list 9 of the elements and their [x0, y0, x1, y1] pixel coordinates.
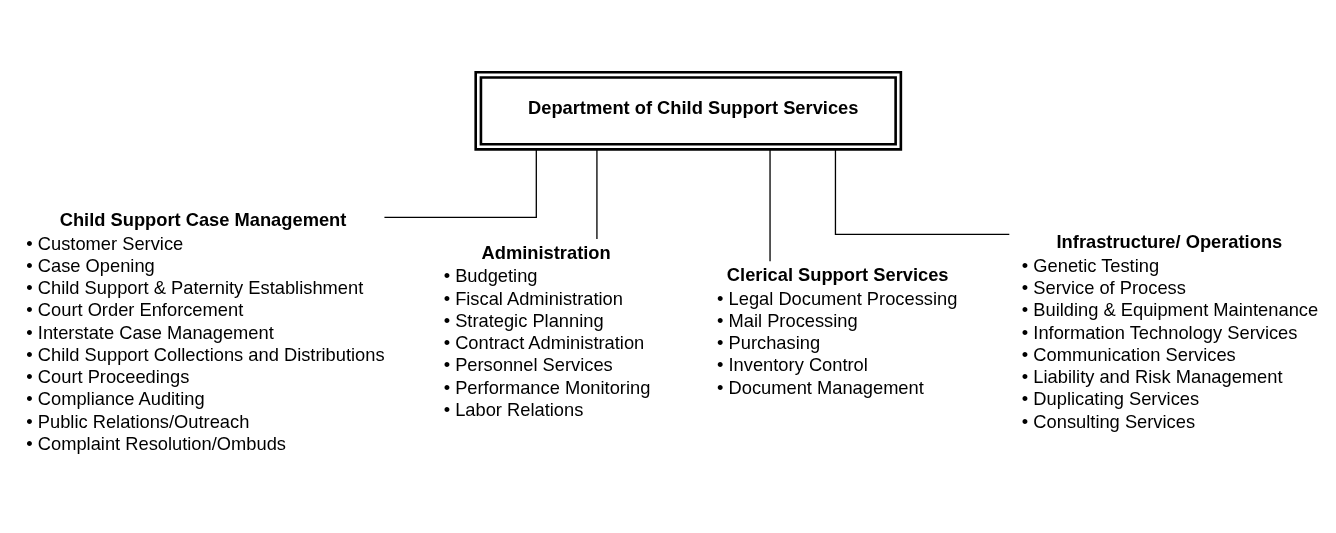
node-text: Infrastructure/ Operations • Genetic Testing • Service of Process • Building & Equipment Maintenance • Information Technology Services • Communication Services • Liability and Risk Management • Duplicating Services • Consulting Services: [1021, 231, 1319, 432]
connector: [383, 149, 537, 219]
node-text: Child Support Case Management • Customer Service • Case Opening • Child Support & Paternity Establishment • Court Order Enforcement • Interstate Case Management • Child Support Collections and Distributions • Court Proceedings • Compliance Auditing • Public Relations/Outreach • Complaint Resolution/Ombuds: [26, 209, 385, 454]
node-text: Clerical Support Services • Legal Document Processing • Mail Processing • Purchasing • Inventory Control • Document Management: [717, 264, 958, 398]
connector: [769, 148, 771, 262]
node-text: Administration • Budgeting • Fiscal Administration • Strategic Planning • Contract Administration • Personnel Services • Performance Monitoring • Labor Relations: [443, 241, 651, 420]
connector: [834, 148, 1010, 236]
node-box: Department of Child Support Services: [474, 70, 903, 151]
connector: [596, 148, 598, 240]
